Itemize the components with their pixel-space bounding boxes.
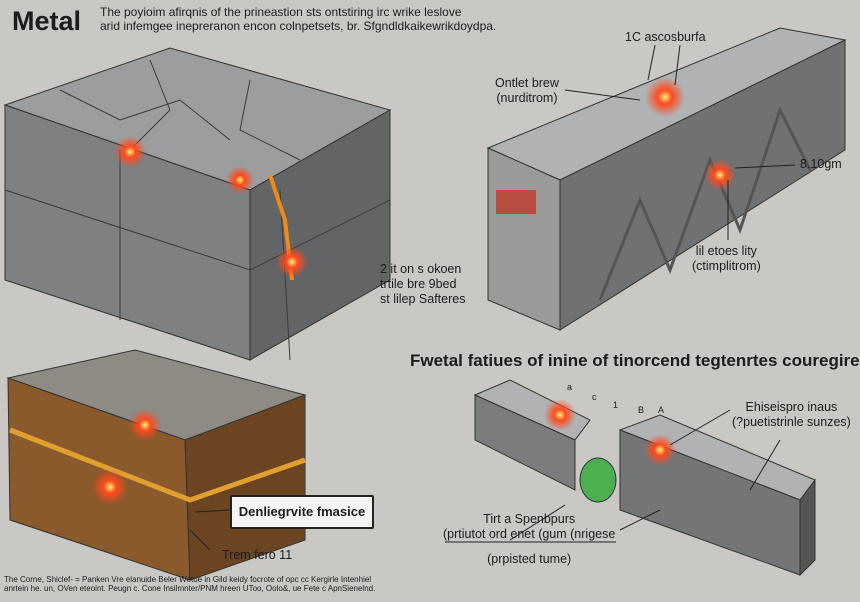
intro-text: The poyioim afirqnis of the prineastion … [100,5,520,33]
footer-text: The Corne, Shiclef- = Panken Vre elanuid… [4,575,474,593]
cracked-concrete-slab [3,47,392,361]
callout-box: Denliegrvite fmasice [230,495,374,529]
label-line: Tirt a Spenbpurs [483,512,576,526]
marker: c [592,392,597,402]
label-line: lil etoes lity [695,244,757,258]
label-line: (ctimplitrom) [692,259,761,273]
label-top: 1C ascosburfa [625,30,706,44]
intro-line: The poyioim afirqnis of the prineastion … [100,5,462,19]
section-title: Fwetal fatiues of inine of tinorcend teg… [410,351,860,370]
marker: a [567,382,573,392]
label-line: (prpisted tume) [487,552,572,566]
label-line: Ehiseispro inaus [745,400,838,414]
marker: A [658,405,665,415]
marker: B [638,405,645,415]
marker: 1 [613,400,619,410]
i-beam-top [486,27,847,331]
crack-note-line: st lilep Safteres [380,292,466,306]
label-line: (nurditrom) [496,91,558,105]
footer-line: The Corne, Shiclef- = Panken Vre elanuid… [4,575,372,584]
label-line: (?puetistrinle sunzes) [732,415,851,429]
bottom-note: Trem fero 11 [222,548,293,562]
label-bottom: lil etoes lity (ctimplitrom) [692,244,761,274]
i-beam-fractured [445,379,816,577]
label-bottom-2: Tirt a Spenbpurs (prtiutot ord enet (gum… [443,512,615,567]
crack-note-line: trtile bre 9bed [380,277,457,291]
footer-line: anrtein he. un, OVen eteoint. Peugn c. C… [4,584,376,593]
label-left: Ontlet brew (nurditrom) [495,76,559,106]
crack-note: 2 it on s okoen trtile bre 9bed st lilep… [380,262,465,307]
crack-note-line: 2 it on s okoen [380,262,462,276]
label-line: Ontlet brew [495,76,559,90]
intro-line: arid infemgee inepreranon encon colnpets… [100,19,497,33]
label-right-2: Ehiseispro inaus (?puetistrinle sunzes) [732,400,851,430]
label-line: (prtiutot ord enet (gum (nrigese [443,527,616,541]
page-title: Metal [12,6,82,36]
layered-rust-block [6,349,307,581]
label-right: 8.10gm [800,157,842,171]
